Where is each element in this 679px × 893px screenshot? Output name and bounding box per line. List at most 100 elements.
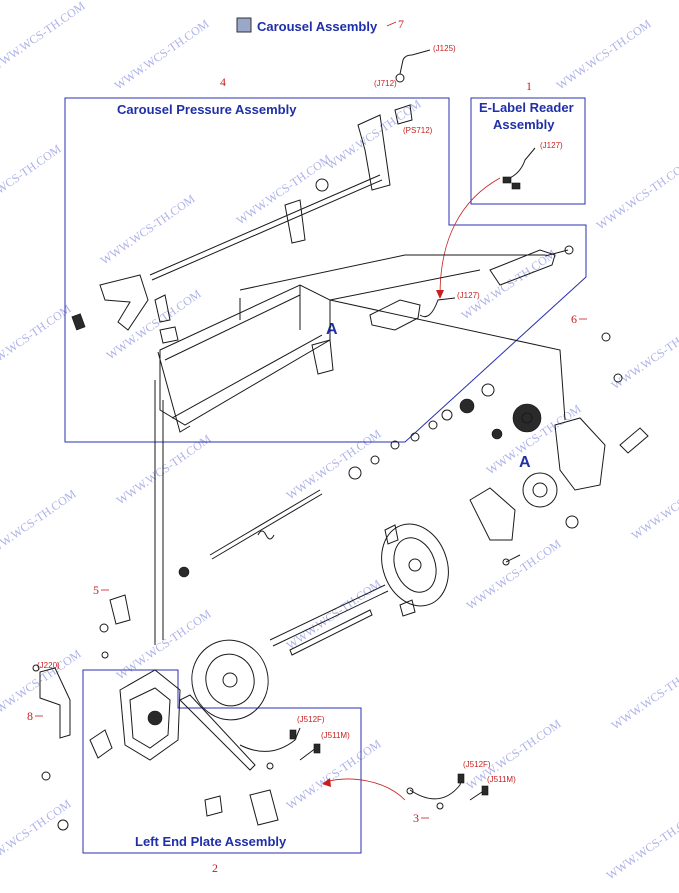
callouts: A A [326,321,531,471]
ref-number-7: 7 [398,17,404,31]
connector-labels: (J125) (J712) (PS712) (J127) (J127) (J22… [37,44,563,784]
diagram-header: Carousel Assembly 7 [236,17,404,34]
connector-label: (J511M) [487,775,516,784]
guide-line [329,269,481,301]
watermark: WWW.WCS-TH.COM [629,466,679,542]
arrow-head-icon [322,778,331,787]
reader-cable [504,147,536,181]
screw-head [613,373,623,383]
screw-head [41,771,51,781]
roller [370,455,380,465]
elabel-assembly-box [470,97,586,205]
left-plate-assembly-title: Left End Plate Assembly [135,834,287,849]
knob [619,427,649,454]
watermark: WWW.WCS-TH.COM [234,151,334,227]
gear-icon [147,710,163,726]
main-shaft [209,489,321,556]
connector-label: (J127) [540,141,563,150]
arrow-path [324,778,406,801]
lever-bracket [99,274,149,331]
gear-icon [491,428,503,440]
end-plate [381,523,449,607]
connector-plug [502,176,512,184]
watermark: WWW.WCS-TH.COM [459,246,559,322]
sensor [394,104,413,125]
watermark: WWW.WCS-TH.COM [594,156,679,232]
watermark: WWW.WCS-TH.COM [609,656,679,732]
guide-rail [289,609,373,656]
screw-head [57,819,69,831]
elabel-assembly-title-line2: Assembly [493,117,555,132]
frame-bracket [119,669,181,761]
watermark: WWW.WCS-TH.COM [0,646,84,722]
connector-plug [313,743,321,754]
side-bracket [554,417,606,491]
left-end-plate-hub [222,672,238,688]
ref-number-6: 6 [571,312,577,326]
carousel-main-parts [178,299,649,656]
ref-number-2: 2 [212,861,218,875]
cable-end [32,664,40,672]
support-plate [469,487,516,541]
ref-number-4: 4 [220,75,226,89]
screw-head [99,623,109,633]
loose-harness [406,773,489,810]
latch-part [154,294,179,344]
watermark: WWW.WCS-TH.COM [554,16,654,92]
shaft [149,174,381,276]
screw-head [502,558,510,566]
gear-icon [71,313,86,331]
watermark: WWW.WCS-TH.COM [0,0,88,74]
arm-bracket [357,114,391,191]
roller [410,432,420,442]
elabel-reader-parts [502,147,536,190]
connector-label: (J512F) [463,760,491,769]
connector-plug [481,785,489,796]
connector-label: (J127) [457,291,480,300]
plate-edge [157,351,191,433]
frame-bracket-inner [129,687,171,749]
screw-head [101,651,109,659]
connector-label: (J512F) [297,715,325,724]
left-end-plate [191,639,269,721]
pulley [315,178,329,192]
watermark: WWW.WCS-TH.COM [0,301,74,377]
watermark: WWW.WCS-TH.COM [609,316,679,392]
leader-arrows [322,177,501,801]
ref-number-1: 1 [526,79,532,93]
arrow-head-icon [436,290,444,299]
gear-icon [512,403,542,433]
bracket-frame-inner [164,285,323,419]
elabel-assembly-title-line1: E-Label Reader [479,100,574,115]
main-shaft [211,493,323,560]
callout-a: A [326,321,338,338]
page-title: Carousel Assembly [257,19,378,34]
guide-line [239,254,545,291]
watermark: WWW.WCS-TH.COM [284,736,384,812]
pressure-assembly-box [64,97,587,443]
part-refs: 6 5 8 3 [27,312,587,825]
screw [544,249,569,257]
long-shaft [269,584,386,641]
guide-line [329,299,566,421]
ref-leader [386,21,397,27]
watermark: WWW.WCS-TH.COM [284,426,384,502]
right-end-plate [381,523,521,617]
watermark: WWW.WCS-TH.COM [604,806,679,882]
screw-head [564,245,574,255]
end-plate-hub [408,558,422,572]
long-shaft [272,590,389,647]
arrow-path [439,177,501,296]
connector-label: (J712) [374,79,397,88]
sensor-bracket [311,339,334,375]
screw [505,554,521,563]
pressure-assembly-title: Carousel Pressure Assembly [117,102,297,117]
large-gear [522,472,558,508]
watermark: WWW.WCS-TH.COM [284,576,384,652]
connector-label: (PS712) [403,126,433,135]
assembly-boxes [64,97,587,854]
mount-plate [489,249,556,286]
small-cable [419,297,456,318]
